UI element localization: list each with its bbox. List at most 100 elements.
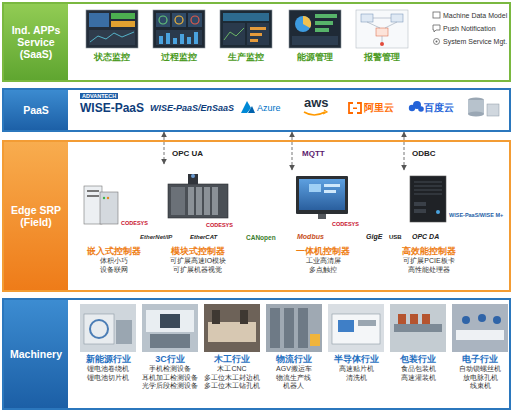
cloud-icon — [487, 104, 499, 116]
app-tile: 生产监控 — [216, 8, 276, 63]
industry-photo — [358, 320, 376, 326]
app-screenshot — [159, 16, 167, 24]
item-title: 生产监控 — [228, 52, 264, 63]
app-screenshot — [380, 42, 384, 46]
cloud-icon — [248, 106, 255, 113]
app-screenshot — [303, 16, 311, 28]
controller-device — [414, 209, 426, 213]
controller-device — [309, 184, 321, 192]
band-title: Machinery — [4, 300, 68, 408]
app-screenshot — [89, 13, 109, 27]
app-screenshot — [89, 30, 135, 45]
runtime-logo: CODESYS — [206, 222, 233, 228]
industry-photo — [240, 310, 248, 324]
controller-device — [188, 187, 194, 215]
app-tile: 报警管理 — [352, 8, 412, 63]
item-description: 工业高清屏 多点触控 — [306, 257, 341, 274]
layer-band: Machinery新能源行业锂电池卷绕机 锂电池切片机3C行业手机检测设备 耳机… — [2, 298, 511, 410]
app-screenshot — [166, 33, 170, 44]
industry-photo — [398, 314, 406, 324]
app-screenshot — [224, 28, 244, 40]
item-description: 木工CNC 多工位木工封边机 多工位木工钻孔机 — [204, 365, 260, 390]
app-screenshot — [156, 30, 202, 45]
data-link-arrow — [164, 132, 165, 164]
industry-photo — [116, 320, 132, 344]
industry-box: 3C行业手机检测设备 耳机加工检测设备 光学后段检测设备 — [140, 302, 200, 390]
band-title: PaaS — [4, 90, 68, 130]
app-screenshot — [315, 14, 337, 18]
band-strip — [2, 2, 68, 410]
controller-device — [84, 174, 446, 224]
controller-device — [171, 187, 185, 215]
controller-device — [299, 179, 345, 210]
runtime-logo: CODESYS — [121, 220, 148, 226]
industry-photo — [80, 304, 508, 352]
app-screenshot — [153, 10, 205, 48]
item-description: 锂电池卷绕机 锂电池切片机 — [87, 365, 129, 382]
item-title: 能源管理 — [297, 52, 333, 63]
app-tile: 状态监控 — [82, 8, 142, 63]
industry-photo — [394, 324, 442, 332]
industry-photo — [80, 304, 136, 352]
app-screenshot — [250, 33, 262, 36]
item-title: 嵌入式控制器 — [87, 246, 141, 257]
app-screenshot — [295, 16, 311, 32]
industry-photo — [493, 316, 501, 324]
industry-box: 电子行业自动锁螺丝机 放电脉孔机 线束机 — [450, 302, 510, 390]
item-description: 可扩展PCIE板卡 高性能处理器 — [403, 257, 454, 274]
item-title: 过程监控 — [161, 52, 197, 63]
app-screenshot — [86, 10, 138, 48]
item-title: 半导体行业 — [334, 354, 379, 365]
app-screenshot — [292, 36, 338, 45]
industry-photo — [478, 314, 486, 322]
industry-photo — [452, 304, 508, 352]
app-screenshot — [172, 13, 186, 27]
app-screenshot — [391, 14, 403, 22]
app-screenshot — [111, 21, 135, 27]
layer-band: Ind. APPs Service (SaaS)状态监控过程监控生产监控能源管理… — [2, 2, 511, 82]
feature-item: Machine Data Model — [443, 12, 507, 20]
app-screenshot — [156, 13, 170, 27]
controller-device — [196, 187, 202, 215]
item-description: 高速贴片机 清洗机 — [339, 365, 374, 382]
controller-device — [100, 192, 118, 224]
app-screenshot — [250, 27, 266, 30]
cloud-icon — [323, 110, 327, 114]
feature-icon — [433, 25, 440, 32]
controller-box: 模块式控制器可扩展高速IO模块 可扩展机器视觉 — [156, 164, 240, 274]
controller-device — [414, 202, 426, 206]
industry-photo — [338, 320, 354, 332]
controller-device — [84, 186, 102, 224]
item-title: 高效能控制器 — [402, 246, 456, 257]
controller-device — [204, 187, 210, 215]
app-screenshot — [250, 39, 258, 42]
item-title: 木工行业 — [214, 354, 250, 365]
app-tile: 过程监控 — [149, 8, 209, 63]
industry-photo — [90, 320, 108, 338]
industry-photo — [456, 330, 504, 340]
industry-box: 木工行业木工CNC 多工位木工封边机 多工位木工钻孔机 — [202, 302, 262, 390]
industry-photo — [298, 308, 308, 348]
app-screenshot — [86, 10, 408, 48]
item-description: 可扩展高速IO模块 可扩展机器视觉 — [170, 257, 226, 274]
item-title: 状态监控 — [94, 52, 130, 63]
controller-device — [324, 190, 336, 193]
controller-device — [191, 174, 195, 178]
app-screenshot — [367, 18, 397, 43]
app-screenshot — [188, 13, 202, 27]
data-link-arrow — [292, 132, 293, 170]
cloud-icon — [353, 108, 357, 110]
industry-photo — [212, 310, 220, 324]
controller-device — [188, 174, 198, 184]
controller-device — [107, 197, 109, 199]
app-screenshot — [180, 34, 184, 44]
band-strip — [2, 88, 68, 132]
industry-photo — [84, 314, 114, 344]
item-title: 模块式控制器 — [171, 246, 225, 257]
protocol-logo: MQTT — [302, 150, 325, 159]
industry-box: 物流行业AGV搬运车 物流生产线 机器人 — [264, 302, 324, 390]
data-link-arrow — [404, 132, 405, 170]
item-title: 电子行业 — [462, 354, 498, 365]
cloud-icon — [418, 106, 424, 112]
app-screenshot — [220, 10, 272, 48]
